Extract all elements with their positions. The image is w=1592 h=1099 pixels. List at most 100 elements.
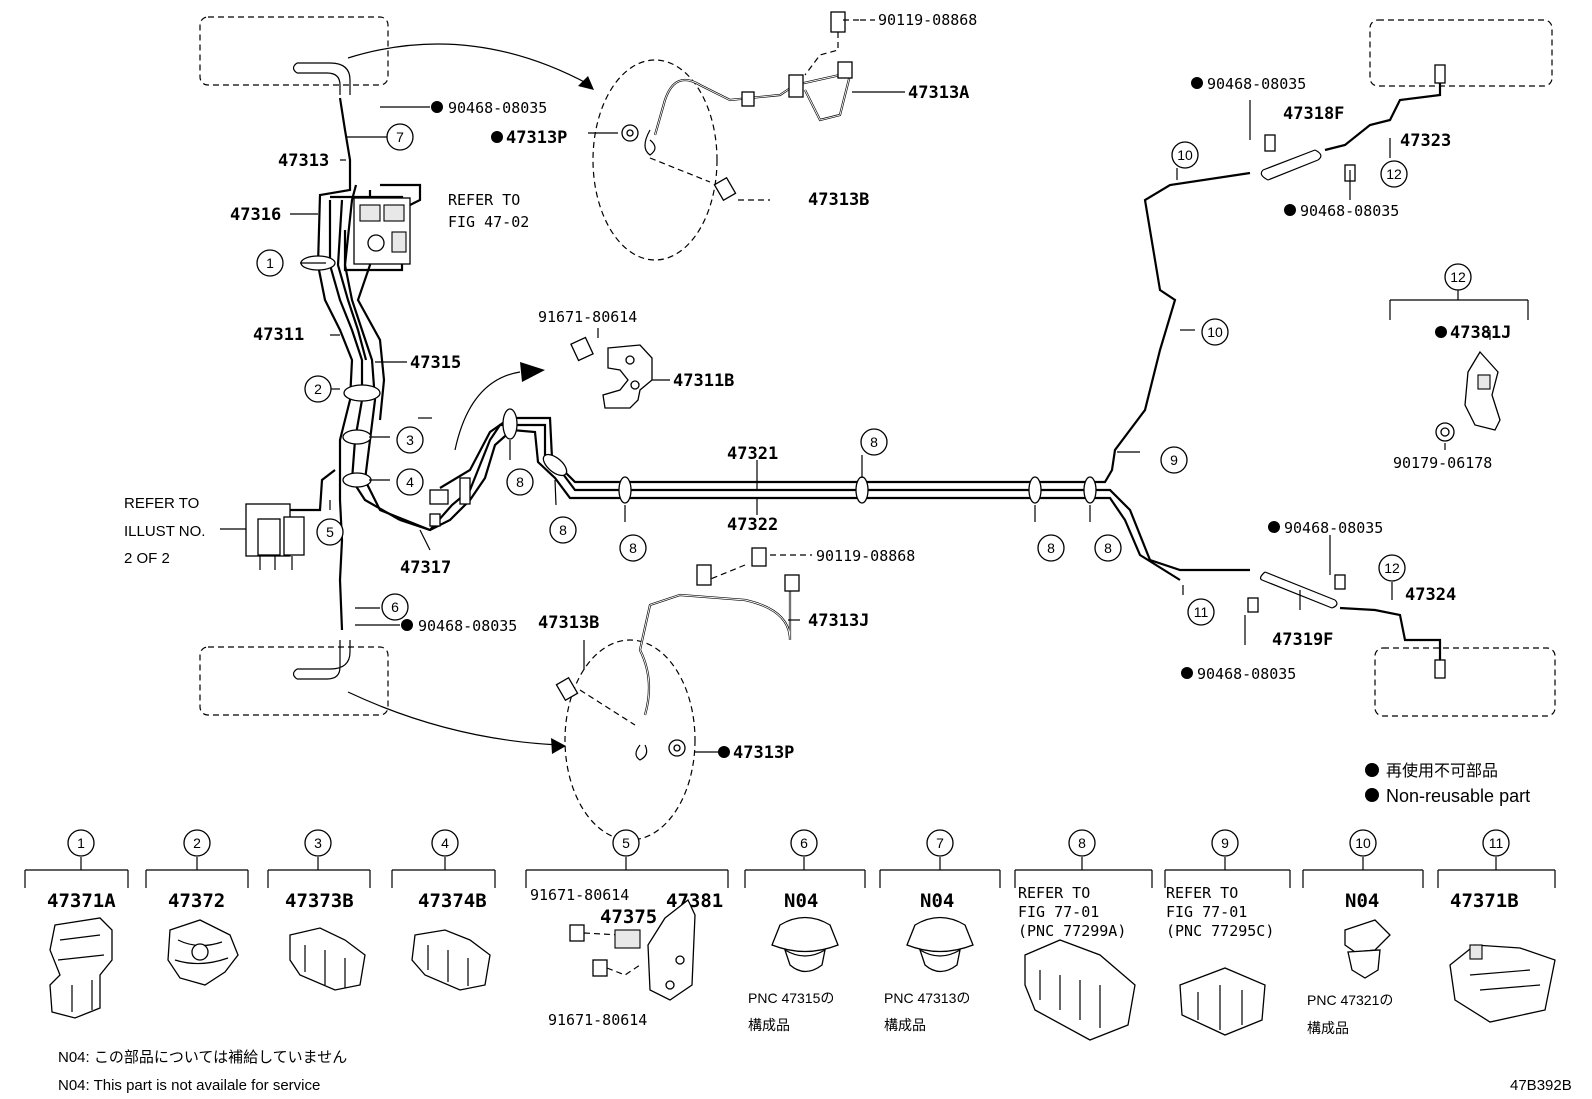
table-refer9-1: REFER TO [1166,884,1238,902]
drawing-grommet-7 [906,916,974,973]
label-refer-fig47-1: REFER TO [448,191,520,209]
label-47319f: 47319F [1272,630,1333,650]
table-callout-7: 7 [926,829,954,857]
table-n04-7: N04 [920,890,954,912]
table-refer8-3: (PNC 77299A) [1018,922,1126,940]
drawing-47373b [289,927,366,991]
rear-left-wheel-box [199,646,389,716]
svg-text:10: 10 [1207,324,1223,340]
table-callout-9: 9 [1211,829,1239,857]
svg-text:6: 6 [800,835,808,851]
table-refer9-2: FIG 77-01 [1166,903,1247,921]
callout-12a: 12 [1380,160,1408,188]
label-47322: 47322 [727,515,778,535]
label-90468-right-mid: 90468-08035 [1300,202,1399,220]
drawing-clip-10 [1344,919,1391,979]
table-callout-8: 8 [1068,829,1096,857]
label-47313p-low: 47313P [733,743,794,763]
table-callout-11: 11 [1482,829,1510,857]
svg-text:2: 2 [193,835,201,851]
callout-8b: 8 [549,516,577,544]
table-callout-5: 5 [612,829,640,857]
svg-text:3: 3 [406,432,414,448]
callout-9: 9 [1160,446,1188,474]
label-47324: 47324 [1405,585,1456,605]
label-47323: 47323 [1400,131,1451,151]
svg-text:8: 8 [1104,540,1112,556]
label-47313a: 47313A [908,83,969,103]
drawing-grommet-6 [771,916,839,973]
svg-text:5: 5 [622,835,630,851]
label-47313b-low: 47313B [538,613,599,633]
callout-2: 2 [304,375,332,403]
svg-text:8: 8 [870,434,878,450]
table-note10-2: 構成品 [1307,1020,1349,1036]
callout-11: 11 [1187,598,1215,626]
drawing-clamp-47371b [1449,944,1556,1023]
label-90468-left-low: 90468-08035 [418,617,517,635]
callout-1: 1 [256,249,284,277]
footnote-en: N04: This part is not availale for servi… [58,1077,320,1094]
table-note6-2: 構成品 [748,1017,790,1033]
legend-en: Non-reusable part [1386,786,1530,806]
label-47311: 47311 [253,325,304,345]
table-47381: 47381 [666,890,723,912]
svg-text:8: 8 [1078,835,1086,851]
label-90468-right-top: 90468-08035 [1207,75,1306,93]
label-refer-illust-1: REFER TO [124,495,199,512]
svg-text:12: 12 [1386,166,1402,182]
svg-text:11: 11 [1194,604,1209,620]
svg-text:1: 1 [77,835,85,851]
table-refer8-2: FIG 77-01 [1018,903,1099,921]
drawing-47371a [49,917,113,1019]
callout-3: 3 [396,426,424,454]
label-90468-top-left: 90468-08035 [448,99,547,117]
diagram-id: 47B392B [1510,1077,1572,1094]
svg-text:10: 10 [1355,835,1371,851]
table-n04-6: N04 [784,890,818,912]
label-refer-illust-3: 2 OF 2 [124,550,170,567]
label-90119-top: 90119-08868 [878,11,977,29]
svg-text:2: 2 [314,381,322,397]
callout-12c: 12 [1378,554,1406,582]
label-47311b: 47311B [673,371,734,391]
label-90179: 90179-06178 [1393,454,1492,472]
table-refer9-3: (PNC 77295C) [1166,922,1274,940]
table-47375: 47375 [600,906,657,928]
drawing-bracket-47381 [569,898,696,1001]
label-refer-fig47-2: FIG 47-02 [448,213,529,231]
svg-text:8: 8 [629,540,637,556]
table-note6-1: PNC 47315の [748,990,834,1006]
table-callout-6: 6 [790,829,818,857]
table-callout-1: 1 [67,829,95,857]
rear-right-wheel-box [1374,647,1556,717]
svg-text:4: 4 [441,835,449,851]
callout-6: 6 [381,593,409,621]
table-47371a: 47371A [47,890,116,912]
callout-10a: 10 [1171,141,1199,169]
svg-text:9: 9 [1221,835,1229,851]
callout-4: 4 [396,468,424,496]
table-n04-10: N04 [1345,890,1379,912]
callout-8d: 8 [860,428,888,456]
svg-text:8: 8 [516,474,524,490]
label-90468-right-low2: 90468-08035 [1197,665,1296,683]
callout-8a: 8 [506,468,534,496]
callout-10b: 10 [1201,318,1229,346]
label-47313p-top: 47313P [506,128,567,148]
callout-8e: 8 [1037,534,1065,562]
svg-text:1: 1 [266,255,274,271]
footnote-jp: N04: この部品については補給していません [58,1049,347,1066]
svg-text:10: 10 [1177,147,1193,163]
table-91671-a: 91671-80614 [530,886,629,904]
label-47316: 47316 [230,205,281,225]
table-47372: 47372 [168,890,225,912]
bottom-parts-table: 1 2 3 4 5 6 7 8 9 10 11 47371A 47372 473… [24,829,1556,1041]
svg-text:9: 9 [1170,452,1178,468]
drawing-clip-9 [1179,967,1266,1036]
top-detail-circle [592,59,718,261]
svg-text:3: 3 [314,835,322,851]
front-left-wheel-box [199,16,389,86]
label-refer-illust-2: ILLUST NO. [124,523,205,540]
